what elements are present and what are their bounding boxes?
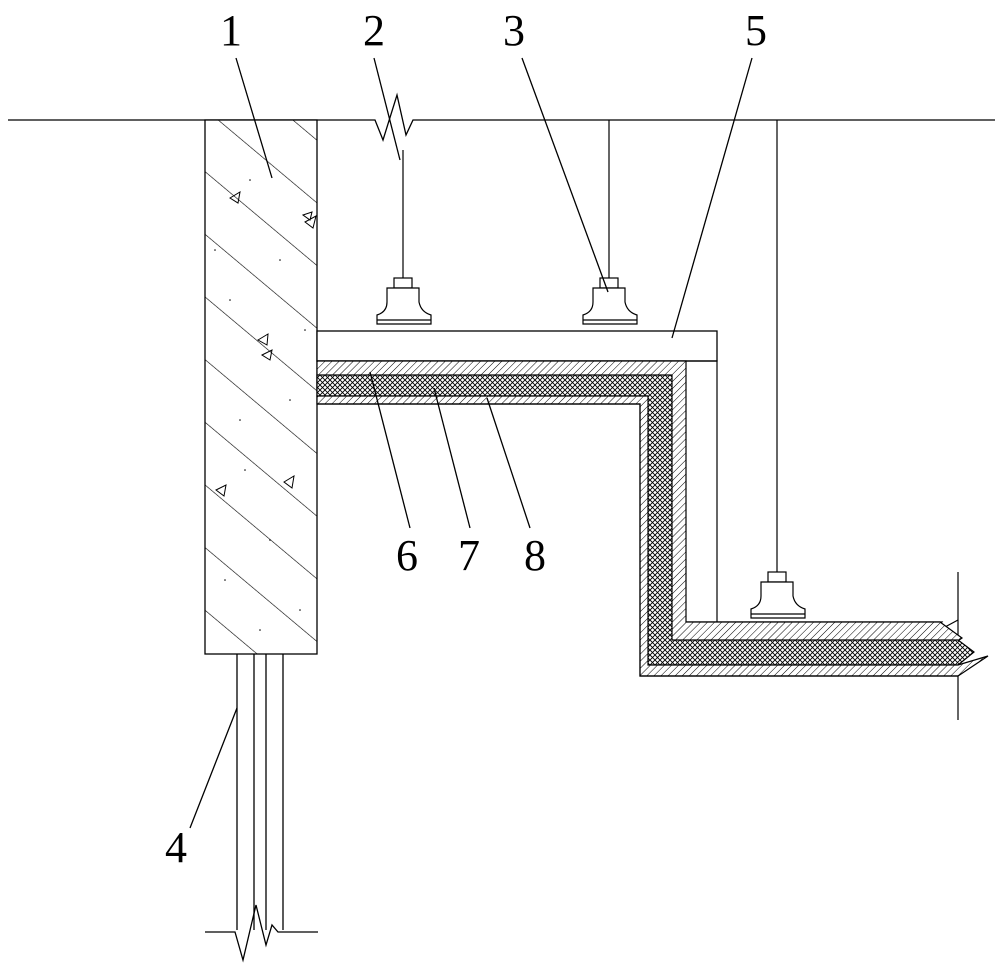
pile <box>205 654 318 963</box>
clamp-right <box>750 571 806 619</box>
callout-2: 2 <box>363 6 385 55</box>
formwork-layers <box>316 360 989 677</box>
wall-speckles <box>214 179 306 631</box>
leader-lines <box>189 57 753 829</box>
callout-8: 8 <box>524 531 546 580</box>
callout-3: 3 <box>503 6 525 55</box>
ground-line <box>8 92 995 142</box>
callout-6: 6 <box>396 531 418 580</box>
support-plate <box>316 330 718 362</box>
wall-column <box>204 119 318 655</box>
clamp-left <box>376 277 432 325</box>
callouts: 1 2 3 5 4 6 7 8 <box>165 6 767 872</box>
callout-5: 5 <box>745 6 767 55</box>
callout-1: 1 <box>220 6 242 55</box>
clamp-middle <box>582 277 638 325</box>
callout-7: 7 <box>458 531 480 580</box>
callout-4: 4 <box>165 823 187 872</box>
hanger-rods <box>402 120 778 572</box>
